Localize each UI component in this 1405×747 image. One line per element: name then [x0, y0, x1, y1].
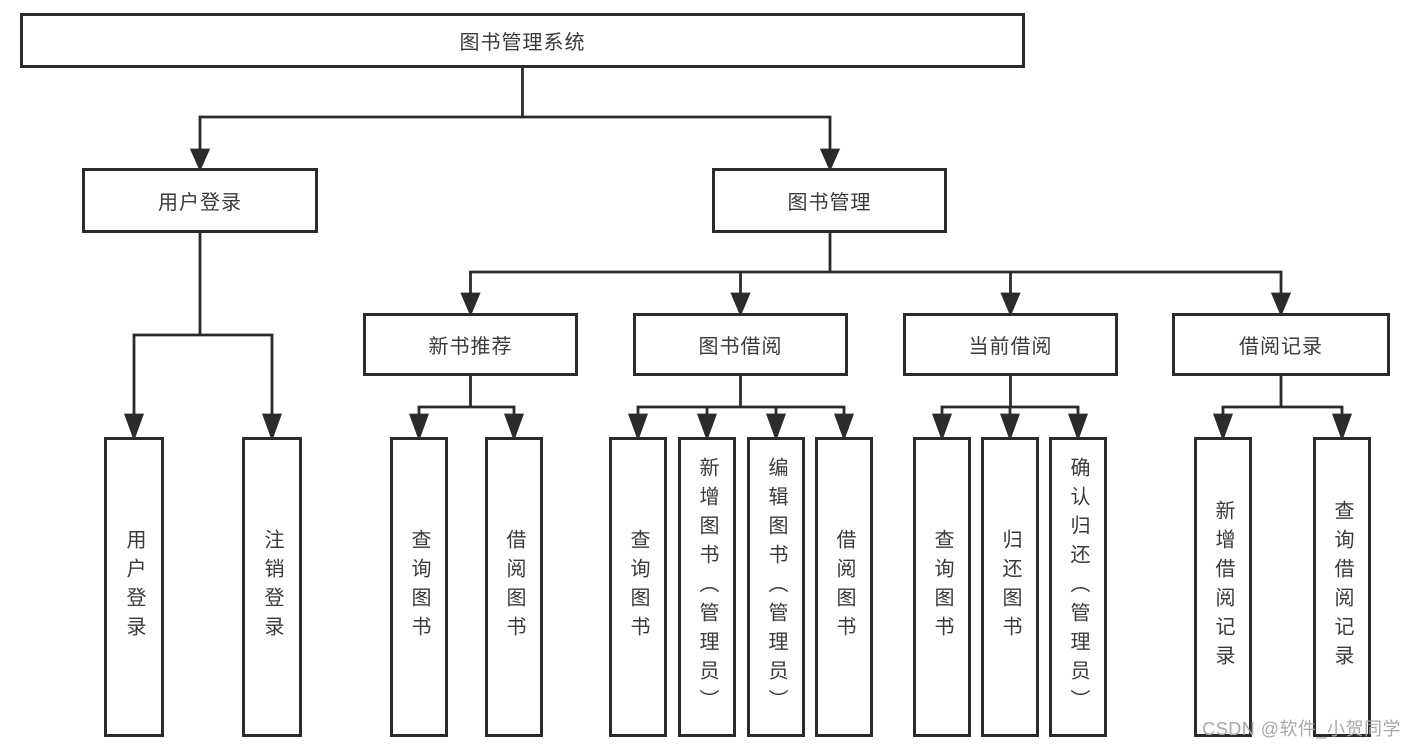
node-label: 用户登录 — [158, 192, 242, 214]
node-leaf-logout: 注销登录 — [242, 437, 302, 737]
node-leaf-add-book-admin: 新增图书（管理员） — [678, 437, 736, 737]
node-leaf-add-borrow-record: 新增借阅记录 — [1194, 437, 1252, 737]
node-leaf-borrow-book: 借阅图书 — [815, 437, 873, 737]
node-label: 确认归还（管理员） — [1067, 456, 1089, 718]
node-label: 新增图书（管理员） — [696, 456, 718, 718]
node-label: 归还图书 — [999, 529, 1021, 645]
node-current-borrow: 当前借阅 — [903, 313, 1118, 376]
connector-records-to-leaves — [1213, 376, 1352, 442]
node-root-system: 图书管理系统 — [20, 13, 1025, 68]
node-label: 借阅图书 — [833, 529, 855, 645]
node-label: 图书管理 — [787, 192, 872, 214]
node-user-login: 用户登录 — [82, 168, 318, 233]
node-label: 查询借阅记录 — [1331, 500, 1353, 674]
node-label: 借阅图书 — [503, 529, 525, 645]
csdn-watermark: CSDN @软件_小贺同学 — [1202, 719, 1401, 739]
node-label: 当前借阅 — [968, 336, 1053, 358]
node-label: 查询图书 — [931, 529, 953, 645]
node-leaf-user-login: 用户登录 — [104, 437, 164, 737]
node-leaf-query-borrow-record: 查询借阅记录 — [1313, 437, 1371, 737]
connector-login-to-leaves — [124, 233, 282, 442]
node-leaf-edit-book-admin: 编辑图书（管理员） — [747, 437, 805, 737]
node-label: 编辑图书（管理员） — [765, 456, 787, 718]
node-leaf-confirm-return-admin: 确认归还（管理员） — [1049, 437, 1107, 737]
connector-current-to-leaves — [932, 376, 1088, 442]
node-leaf-query-book-current: 查询图书 — [913, 437, 971, 737]
node-label: 新书推荐 — [428, 336, 513, 358]
node-leaf-return-book: 归还图书 — [981, 437, 1039, 737]
node-label: 图书管理系统 — [459, 32, 586, 54]
node-label: 图书借阅 — [698, 336, 783, 358]
node-leaf-query-book-borrow: 查询图书 — [609, 437, 667, 737]
node-book-borrow: 图书借阅 — [633, 313, 848, 376]
node-book-management: 图书管理 — [712, 168, 947, 233]
connector-root-to-level2 — [189, 67, 841, 172]
node-label: 注销登录 — [261, 529, 283, 645]
node-new-book-recommend: 新书推荐 — [363, 313, 578, 376]
connector-recommend-to-leaves — [409, 376, 524, 442]
connector-mgmt-to-level3 — [460, 233, 1292, 317]
node-label: 新增借阅记录 — [1212, 500, 1234, 674]
node-leaf-borrow-book-recommend: 借阅图书 — [485, 437, 543, 737]
node-label: 借阅记录 — [1239, 336, 1323, 358]
node-label: 用户登录 — [123, 529, 145, 645]
node-leaf-query-book-recommend: 查询图书 — [390, 437, 448, 737]
node-borrow-records: 借阅记录 — [1172, 313, 1390, 376]
node-label: 查询图书 — [408, 529, 430, 645]
node-label: 查询图书 — [627, 529, 649, 645]
connector-borrow-to-leaves — [628, 376, 854, 442]
